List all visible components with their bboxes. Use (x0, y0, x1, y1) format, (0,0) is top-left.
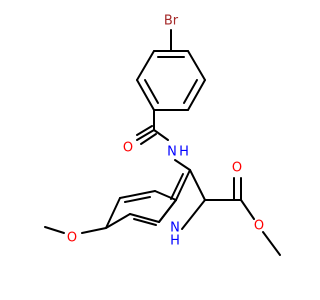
bond-inner (183, 79, 198, 104)
bond (154, 190, 177, 201)
bond-inner (144, 79, 159, 104)
structure-canvas: Br O N H O O O N H (44, 14, 281, 256)
bond (81, 227, 107, 234)
atom-o-methoxy: O (67, 231, 77, 246)
bond (181, 199, 206, 230)
bond (153, 129, 169, 141)
bond (174, 159, 191, 171)
bond (105, 197, 121, 229)
bond (129, 213, 160, 223)
bond (189, 169, 206, 201)
atom-h-indole: H (170, 234, 180, 249)
bond (136, 129, 155, 141)
bond (158, 199, 177, 223)
atom-n-indole: N (170, 221, 180, 236)
atom-h-amide: H (179, 145, 189, 160)
atom-labels: Br O N H O O O N H (67, 14, 264, 249)
bond (105, 213, 131, 229)
bromophenyl-ring (136, 50, 206, 111)
bond (44, 226, 65, 234)
bond-double (140, 133, 157, 145)
bond-inner (124, 196, 151, 203)
bond (262, 231, 281, 256)
bond (175, 169, 191, 201)
bond (187, 79, 206, 111)
bond (187, 50, 206, 81)
bond (136, 50, 155, 81)
bond (240, 199, 255, 220)
atom-n-amide: N (167, 145, 177, 160)
bond (136, 79, 155, 111)
bond (119, 190, 156, 199)
atom-o-amide: O (123, 141, 133, 156)
bond-inner (133, 218, 157, 226)
atom-o-ester: O (254, 219, 264, 234)
molecule-diagram: Br O N H O O O N H (44, 14, 281, 256)
atom-br: Br (164, 14, 179, 29)
atom-o-ester-carbonyl: O (232, 161, 242, 176)
bond (170, 173, 184, 200)
indole-ring (105, 169, 206, 230)
bond-double (136, 125, 153, 136)
